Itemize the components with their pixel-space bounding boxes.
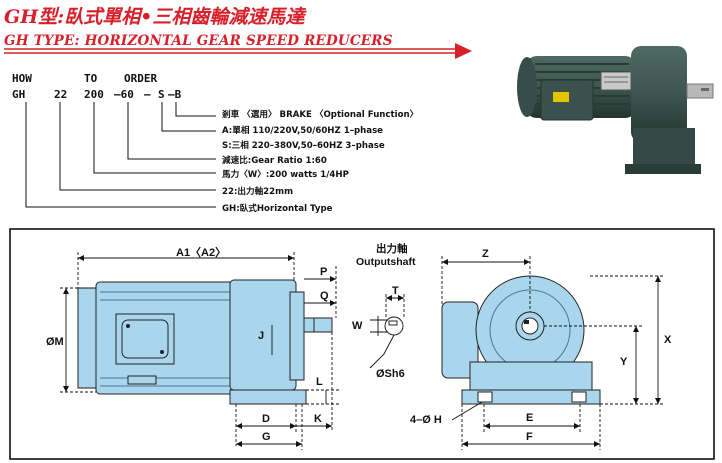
code-s: S: [158, 88, 165, 101]
code-200: 200: [84, 88, 104, 101]
order-leader-lines: [25, 102, 216, 208]
dim-t: T: [392, 285, 399, 297]
code-60: –60: [114, 88, 134, 101]
code-dash: –: [144, 88, 151, 101]
code-gh: GH: [12, 88, 26, 101]
dim-j: J: [258, 330, 265, 342]
title-arrow-graphic: [4, 43, 472, 59]
gear-motor-photo: [517, 46, 714, 174]
order-label-how: HOW: [12, 72, 32, 85]
code-22: 22: [54, 88, 68, 101]
dim-m: ØM: [46, 336, 64, 348]
dim-z: Z: [482, 248, 489, 260]
dim-h: 4–Ø H: [410, 414, 442, 426]
dim-a1-a2: A1〈A2〉: [176, 247, 227, 259]
option-gear-ratio: 減速比:Gear Ratio 1:60: [222, 156, 327, 166]
dim-p: P: [320, 266, 328, 278]
end-view-gearbox: [441, 275, 601, 405]
red-arrow-icon: [455, 43, 472, 59]
dim-sh6: ØSh6: [376, 368, 405, 380]
option-three-phase: S:三相 220–380V,50–60HZ 3–phase: [222, 141, 385, 151]
drawing-frame: [9, 228, 715, 460]
dim-x: X: [664, 334, 672, 346]
dim-k: K: [314, 413, 322, 425]
dim-q: Q: [320, 290, 329, 302]
dim-w: W: [352, 320, 363, 332]
option-type: GH:臥式Horizontal Type: [222, 204, 333, 214]
dim-d: D: [262, 413, 270, 425]
outputshaft-label-en: Outputshaft: [356, 256, 416, 268]
option-shaft: 22:出力軸22mm: [222, 187, 294, 197]
outputshaft-label-cn: 出力軸: [376, 243, 408, 255]
dim-g: G: [262, 431, 271, 443]
code-b: –B: [168, 88, 182, 101]
title-english: GH TYPE: HORIZONTAL GEAR SPEED REDUCERS: [4, 33, 393, 49]
dim-y: Y: [620, 356, 628, 368]
dim-l: L: [316, 376, 323, 388]
option-power: 馬力〈W〉:200 watts 1/4HP: [222, 170, 349, 180]
title-chinese: GH型:臥式單相•三相齒輪減速馬達: [4, 6, 305, 28]
option-brake: 剎車 〈選用〉 BRAKE 〈Optional Function〉: [222, 110, 419, 120]
order-label-to: TO: [84, 72, 98, 85]
order-label-order: ORDER: [124, 72, 158, 85]
shaft-section: [369, 294, 405, 369]
dim-e: E: [526, 412, 534, 424]
option-single-phase: A:單相 110/220V,50/60HZ 1–phase: [222, 126, 384, 136]
side-view-motor: [77, 279, 333, 405]
dim-f: F: [526, 431, 533, 443]
